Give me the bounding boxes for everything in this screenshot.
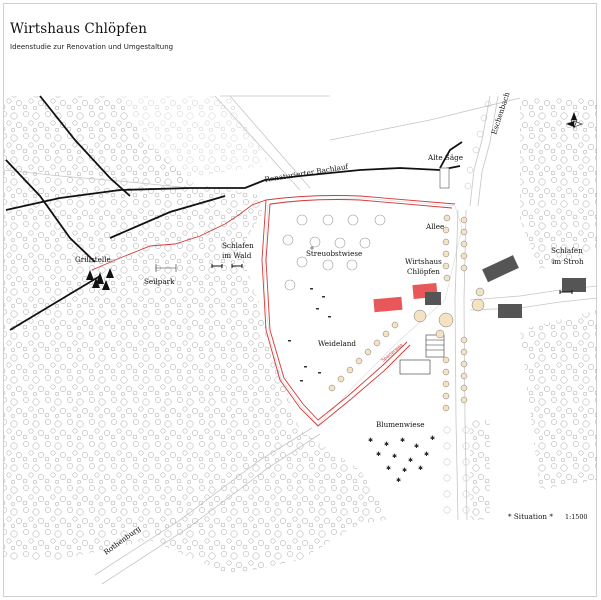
buildings: [373, 167, 586, 375]
label-weideland: Weideland: [318, 339, 356, 348]
label-blumenwiese: Blumenwiese: [376, 420, 425, 429]
label-streuobstwiese: Streuobstwiese: [306, 249, 362, 258]
svg-text:✱: ✱: [384, 441, 389, 448]
road-west: [3, 169, 191, 189]
svg-text:✱: ✱: [396, 477, 401, 484]
svg-text:✱: ✱: [430, 435, 435, 442]
building-stroh-2: [498, 304, 522, 318]
allee-trees-south: [443, 100, 492, 514]
label-wirtshaus-2: Chlöpfen: [407, 267, 440, 276]
forest-top-middle: [120, 96, 270, 180]
path-meadow-loop: [261, 195, 456, 427]
label-wirtshaus-1: Wirtshaus: [405, 257, 442, 266]
road-north-2: [229, 95, 311, 189]
hedge-row: [328, 321, 399, 392]
label-schlafen-stroh-1: Schlafen: [551, 246, 583, 255]
legend-situation: * Situation *: [508, 512, 553, 521]
road-north: [214, 95, 301, 191]
building-annex: [425, 334, 445, 358]
svg-text:✱: ✱: [424, 451, 429, 458]
label-grillstelle: Grillstelle: [75, 255, 111, 264]
road-rothenburg: [94, 427, 313, 576]
stream-inner: [109, 195, 226, 239]
building-red-1: [373, 296, 403, 313]
road-rothenburg-2: [101, 433, 321, 585]
stream-bachlauf: [5, 165, 461, 211]
stream-west-b: [9, 275, 101, 331]
forest-right-strip: [470, 420, 490, 520]
svg-text:✱: ✱: [418, 465, 423, 472]
road-main-south: [454, 209, 459, 521]
forest-far-right: [520, 98, 597, 270]
map-subtitle: Ideenstudie zur Renovation und Umgestalt…: [10, 43, 174, 51]
label-seilpark: Seilpark: [144, 277, 175, 286]
label-schlafen-stroh-2: im Stroh: [552, 257, 584, 266]
svg-text:✱: ✱: [386, 465, 391, 472]
label-schlafen-wald-1: Schlafen: [222, 241, 254, 250]
path-meadow-loop-2: [265, 199, 453, 421]
seilpark-line: [155, 264, 177, 272]
building-stroh-1: [482, 255, 519, 283]
streams: [5, 95, 463, 331]
svg-text:✱: ✱: [400, 437, 405, 444]
svg-text:✱: ✱: [414, 443, 419, 450]
allee-trees: [442, 214, 468, 412]
courtyard-plantings: [413, 287, 485, 339]
bed-icon: [211, 264, 573, 294]
label-eschenbach: Eschenbach: [489, 91, 511, 136]
road-eschenbach-2: [477, 95, 499, 207]
meadow-boundary: [263, 197, 463, 426]
forest-areas: [4, 96, 597, 575]
meadow-clearing: [263, 197, 463, 426]
blumenwiese-stars: ✱✱✱✱ ✱✱✱✱ ✱✱✱✱ ✱: [368, 435, 435, 484]
stream-west-a: [5, 159, 96, 263]
north-arrow-icon: [566, 112, 583, 129]
label-allee: Allee: [425, 222, 444, 231]
svg-text:✱: ✱: [368, 437, 373, 444]
sheet-frame: [3, 3, 597, 597]
building-alte-saege: [439, 167, 450, 189]
red-path: [91, 195, 456, 427]
label-alte-saege: Alte Säge: [427, 153, 463, 162]
svg-text:✱: ✱: [392, 453, 397, 460]
pine-tree-icon: [86, 268, 114, 290]
svg-text:✱: ✱: [376, 451, 381, 458]
road-eschenbach: [469, 95, 491, 207]
forest-west: [4, 96, 386, 575]
legend-scale: 1:1500: [565, 513, 587, 521]
stream-alte-saege: [439, 141, 463, 169]
road-east-2: [469, 297, 598, 311]
map-title: Wirtshaus Chlöpfen: [10, 21, 148, 37]
building-wirtshaus: [425, 292, 441, 305]
stream-north-west: [39, 95, 131, 197]
building-stroh-3: [562, 278, 586, 292]
building-lower: [399, 359, 431, 375]
svg-text:✱: ✱: [408, 457, 413, 464]
weideland-animals: [288, 288, 331, 382]
orchard-trees: [282, 214, 386, 291]
forest-bottom-right: [520, 310, 597, 490]
label-schlafen-wald-2: im Wald: [222, 251, 252, 260]
svg-text:✱: ✱: [402, 467, 407, 474]
path-forest: [91, 199, 267, 271]
road-top-field: [220, 95, 521, 141]
